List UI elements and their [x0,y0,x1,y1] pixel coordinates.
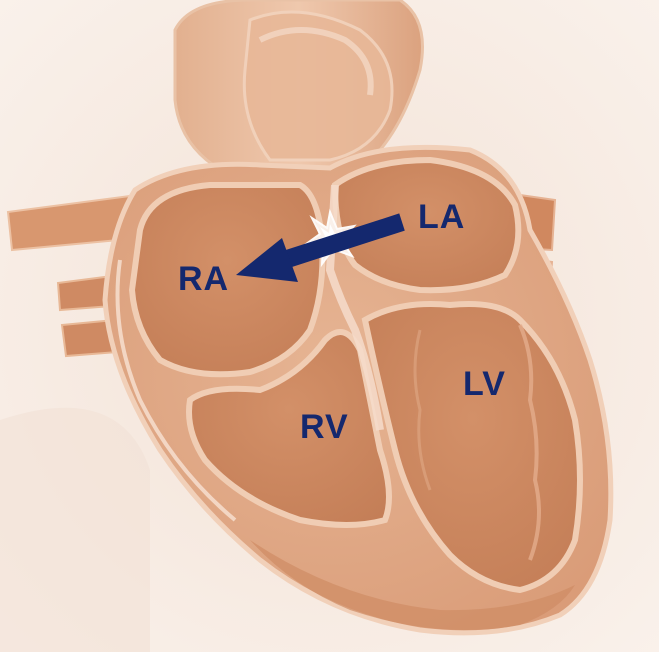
label-right-ventricle: RV [300,410,349,444]
background-shadow [0,408,150,652]
label-left-ventricle: LV [463,367,506,401]
label-right-atrium: RA [178,262,229,296]
label-left-atrium: LA [418,200,465,234]
